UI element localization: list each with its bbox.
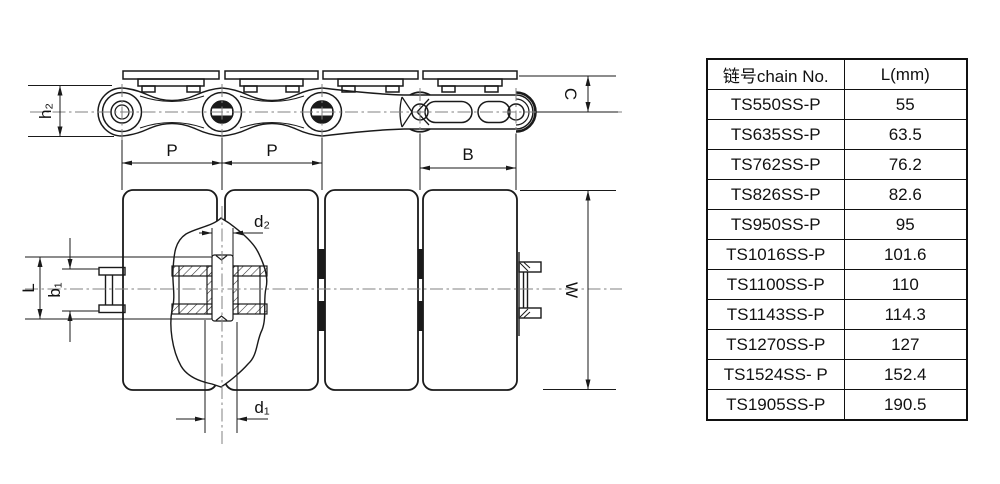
dim-d1: d₁ [176, 320, 270, 433]
dim-label-b1: b₁ [45, 282, 64, 297]
dim-label-h2: h₂ [36, 103, 55, 119]
dim-b1: b₁ [45, 238, 99, 342]
chain-no-cell: TS1905SS-P [706, 389, 845, 421]
chain-no-cell: TS550SS-P [706, 89, 845, 120]
top-plate [422, 70, 518, 93]
chain-no-cell: TS1524SS- P [706, 359, 845, 390]
plan-view [98, 189, 542, 391]
spec-table-header: 链号chain No. L(mm) [706, 58, 968, 90]
dim-label-b: B [462, 145, 473, 164]
l-mm-cell: 114.3 [843, 299, 968, 330]
dim-l: L [19, 256, 212, 320]
dimensions: h₂ P P B [19, 75, 618, 433]
dim-label-d2: d₂ [254, 212, 270, 231]
pin-section [211, 254, 234, 322]
l-mm-cell: 127 [843, 329, 968, 360]
top-plates [122, 70, 518, 93]
carrier-plate [422, 189, 518, 391]
chain-no-cell: TS826SS-P [706, 179, 845, 210]
chain-no-cell: TS1143SS-P [706, 299, 845, 330]
centerlines [25, 84, 622, 445]
chain-spec-table: 链号chain No. L(mm) TS550SS-P 55 TS635SS-P… [706, 58, 968, 421]
dim-w: W [520, 190, 616, 390]
table-row: TS1016SS-P 101.6 [706, 239, 968, 270]
chain-no-cell: TS950SS-P [706, 209, 845, 240]
right-link-end [518, 252, 542, 336]
l-mm-cell: 101.6 [843, 239, 968, 270]
dim-label-w: W [562, 282, 581, 298]
chain-technical-drawing: h₂ P P B [19, 70, 622, 445]
carrier-plate [324, 189, 419, 391]
l-mm-cell: 152.4 [843, 359, 968, 390]
dim-label-p-right: P [266, 141, 277, 160]
chain-no-cell: TS1100SS-P [706, 269, 845, 300]
dim-label-c: C [561, 88, 580, 100]
table-row: TS826SS-P 82.6 [706, 179, 968, 210]
l-mm-cell: 95 [843, 209, 968, 240]
chain-no-cell: TS1270SS-P [706, 329, 845, 360]
table-row: TS1524SS- P 152.4 [706, 359, 968, 390]
table-row: TS1270SS-P 127 [706, 329, 968, 360]
l-mm-cell: 63.5 [843, 119, 968, 150]
top-plate [122, 70, 220, 93]
table-row: TS1100SS-P 110 [706, 269, 968, 300]
cutaway [170, 217, 268, 388]
table-row: TS1905SS-P 190.5 [706, 389, 968, 421]
chain-no-cell: TS762SS-P [706, 149, 845, 180]
col-header-l-mm: L(mm) [843, 58, 968, 90]
l-mm-cell: 76.2 [843, 149, 968, 180]
chain-no-cell: TS635SS-P [706, 119, 845, 150]
l-mm-cell: 55 [843, 89, 968, 120]
table-row: TS762SS-P 76.2 [706, 149, 968, 180]
dim-label-d1: d₁ [254, 398, 269, 417]
gap-links [318, 249, 423, 331]
dim-label-l: L [19, 283, 38, 292]
dim-label-p-left: P [166, 141, 177, 160]
table-row: TS1143SS-P 114.3 [706, 299, 968, 330]
chain-no-cell: TS1016SS-P [706, 239, 845, 270]
l-mm-cell: 190.5 [843, 389, 968, 421]
top-plate [224, 70, 319, 93]
l-mm-cell: 82.6 [843, 179, 968, 210]
dim-b: B [419, 134, 517, 190]
l-mm-cell: 110 [843, 269, 968, 300]
spec-table-body: TS550SS-P 55 TS635SS-P 63.5 TS762SS-P 76… [706, 89, 968, 421]
top-plate [322, 70, 419, 93]
table-row: TS950SS-P 95 [706, 209, 968, 240]
dim-c: C [519, 75, 618, 113]
dim-d2: d₂ [199, 212, 270, 256]
dim-p: P P [121, 138, 323, 190]
table-row: TS635SS-P 63.5 [706, 119, 968, 150]
spec-table: 链号chain No. L(mm) TS550SS-P 55 TS635SS-P… [706, 58, 968, 421]
table-row: TS550SS-P 55 [706, 89, 968, 120]
dim-h2: h₂ [28, 85, 114, 137]
side-view [97, 70, 537, 137]
left-link-end [98, 266, 126, 314]
col-header-chain-no: 链号chain No. [706, 58, 845, 90]
